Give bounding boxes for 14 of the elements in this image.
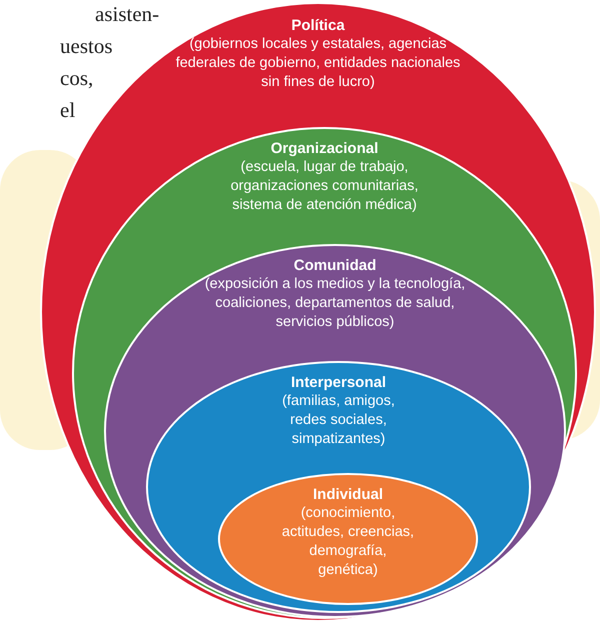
level-title: Comunidad [292, 256, 378, 275]
page-text-fragment: uestos [60, 34, 112, 59]
level-title: Política [290, 16, 346, 35]
level-title: Organizacional [270, 139, 380, 158]
level-description: (exposición a los medios y la tecnología, coaliciones, departamentos de salud, servicios públicos) [204, 275, 466, 332]
level-title: Individual [312, 485, 384, 504]
level-description: (familias, amigos, redes sociales, simpatizantes) [281, 392, 396, 449]
page-text-fragment: asisten- [95, 2, 160, 27]
level-description: (conocimiento, actitudes, creencias, demografía, genética) [280, 504, 416, 580]
page-text-fragment: el [60, 98, 76, 123]
level-title: Interpersonal [290, 373, 388, 392]
level-description: (escuela, lugar de trabajo, organizaciones comunitarias, sistema de atención médica) [230, 158, 420, 215]
page-text-fragment: cos, [60, 66, 94, 91]
level-description: (gobiernos locales y estatales, agencias federales de gobierno, entidades nacionales sin fines de lucro) [174, 35, 462, 92]
